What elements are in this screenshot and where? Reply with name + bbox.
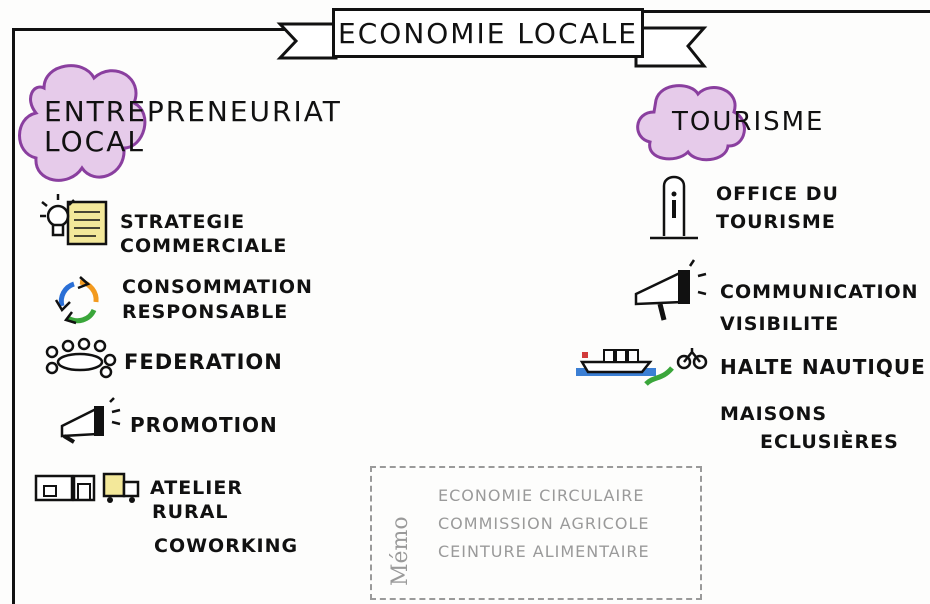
left-heading-line2: LOCAL — [44, 125, 145, 158]
banner-ribbon-left — [276, 22, 338, 60]
left-heading-line1: ENTREPRENEURIAT — [44, 95, 342, 128]
megaphone-icon — [60, 397, 121, 444]
recycle-icon — [54, 276, 99, 325]
memo-tag-text: Mémo — [388, 516, 413, 586]
right-heading: TOURISME — [672, 107, 825, 137]
banner-ribbon-right — [634, 26, 708, 68]
right-item-4-line1: MAISONS — [720, 403, 828, 425]
left-item-5-line2: RURAL — [152, 501, 229, 523]
left-item-6-line1: COWORKING — [154, 535, 299, 557]
left-item-1-line1: STRATEGIE — [120, 211, 246, 233]
memo-line-1: ECONOMIE CIRCULAIRE — [438, 486, 645, 505]
megaphone-icon — [634, 259, 707, 321]
left-item-1-line2: COMMERCIALE — [120, 235, 288, 257]
frame-top-right-line — [636, 10, 930, 13]
boat-bicycle-icon — [576, 348, 708, 386]
frame-left-line — [12, 28, 15, 604]
left-item-5-line1: ATELIER — [150, 477, 243, 499]
right-item-1-line1: OFFICE DU — [716, 183, 839, 205]
memo-line-2: COMMISSION AGRICOLE — [438, 514, 650, 533]
right-item-1-line2: TOURISME — [716, 211, 836, 233]
people-around-table-icon — [45, 337, 117, 379]
right-item-2-line1: COMMUNICATION — [720, 281, 919, 303]
workshop-building-icon — [34, 472, 140, 503]
cloud-left — [18, 64, 147, 182]
left-item-3-line1: FEDERATION — [124, 350, 283, 374]
right-item-2-line2: VISIBILITE — [720, 313, 840, 335]
lightbulb-document-icon — [40, 194, 108, 246]
frame-top-left-line — [14, 28, 334, 31]
right-item-3-line1: HALTE NAUTIQUE — [720, 355, 926, 379]
memo-line-3: CEINTURE ALIMENTAIRE — [438, 542, 650, 561]
info-kiosk-icon — [650, 175, 698, 240]
right-item-4-line2: ECLUSIÈRES — [760, 431, 899, 453]
cloud-right — [636, 84, 746, 162]
left-item-2-line1: CONSOMMATION — [122, 276, 313, 298]
memo-box — [370, 466, 702, 600]
memo-tag: Mémo — [388, 516, 413, 586]
left-item-4-line1: PROMOTION — [130, 413, 278, 437]
page-title: ECONOMIE LOCALE — [332, 8, 644, 58]
left-item-2-line2: RESPONSABLE — [122, 301, 289, 323]
